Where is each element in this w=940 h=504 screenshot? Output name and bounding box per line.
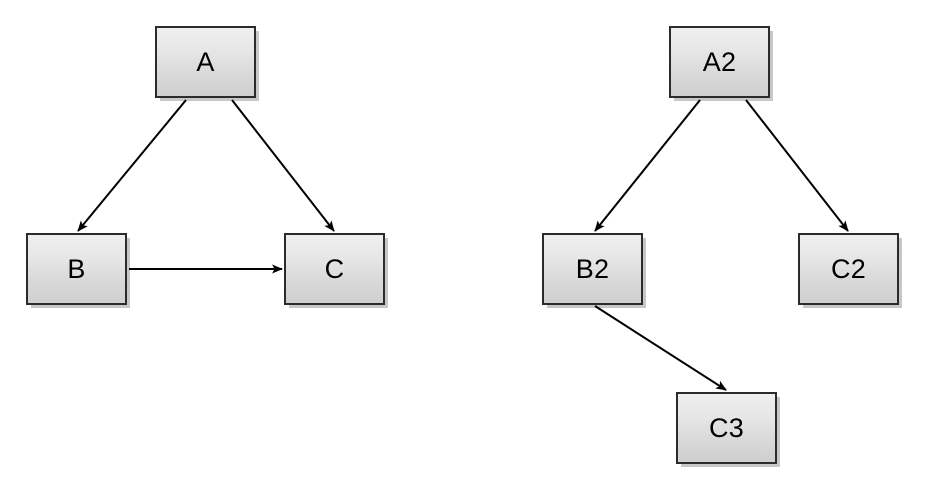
edge-a2-c2[interactable] bbox=[745, 99, 849, 232]
node-c2[interactable]: C2 bbox=[798, 233, 899, 305]
edge-a2-b2[interactable] bbox=[594, 99, 701, 232]
node-a[interactable]: A bbox=[155, 26, 256, 98]
edge-a-c[interactable] bbox=[231, 99, 335, 232]
node-b[interactable]: B bbox=[26, 233, 127, 305]
edge-b2-c3[interactable] bbox=[594, 305, 727, 391]
node-label: C2 bbox=[831, 253, 866, 284]
node-label: C3 bbox=[709, 412, 744, 443]
node-b2[interactable]: B2 bbox=[542, 233, 643, 305]
node-label: B2 bbox=[575, 253, 610, 284]
node-a2[interactable]: A2 bbox=[669, 26, 770, 98]
node-label: A2 bbox=[702, 46, 737, 77]
edge-a-b[interactable] bbox=[77, 99, 187, 232]
node-label: B bbox=[67, 253, 86, 284]
node-label: C bbox=[324, 253, 345, 284]
node-c[interactable]: C bbox=[284, 233, 385, 305]
edge-group bbox=[77, 99, 849, 391]
node-c3[interactable]: C3 bbox=[676, 392, 777, 464]
node-label: A bbox=[196, 46, 215, 77]
